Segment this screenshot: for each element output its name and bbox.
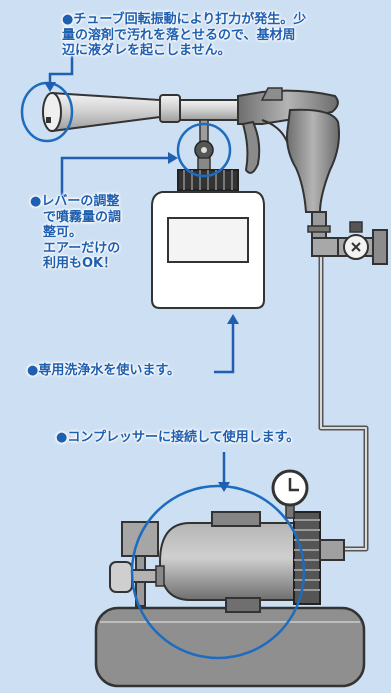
tube-vibration-callout: ●チューブ回転振動により打力が発生。少 量の溶剤で汚れを落とせるので、基材周 辺… bbox=[62, 12, 307, 58]
cleaning-liquid-callout: ●専用洗浄水を使います。 bbox=[27, 363, 181, 378]
lever-adjustment-callout: ●レバーの調整 で噴霧量の調 整可。 エアーだけの 利用もOK！ bbox=[30, 194, 122, 271]
spray-horn bbox=[44, 91, 161, 133]
compressor-tank bbox=[94, 606, 366, 688]
compressor-callout: ●コンプレッサーに接続して使用します。 bbox=[56, 430, 300, 445]
leader-lever bbox=[60, 156, 170, 196]
spray-gun bbox=[42, 87, 340, 243]
trigger bbox=[241, 120, 261, 174]
compressor-motor bbox=[158, 522, 295, 601]
cylinder-head bbox=[293, 511, 321, 605]
pressure-switch bbox=[121, 521, 159, 557]
compressor-highlight bbox=[130, 484, 306, 660]
lever bbox=[260, 87, 283, 101]
nozzle-collar bbox=[159, 94, 181, 123]
air-hose bbox=[318, 252, 369, 552]
liquid-bottle bbox=[151, 169, 265, 309]
compressor bbox=[94, 469, 366, 688]
regulator-knob bbox=[109, 561, 133, 593]
valve-highlight bbox=[176, 122, 232, 178]
highlight-circles bbox=[20, 81, 306, 660]
bottle-label bbox=[167, 217, 249, 263]
gun-grip bbox=[286, 108, 340, 213]
leader-liquid bbox=[214, 322, 235, 374]
leader-tube bbox=[48, 56, 74, 83]
hose-regulator bbox=[311, 221, 388, 265]
gun-barrel bbox=[179, 99, 239, 121]
leader-lines bbox=[44, 56, 239, 492]
